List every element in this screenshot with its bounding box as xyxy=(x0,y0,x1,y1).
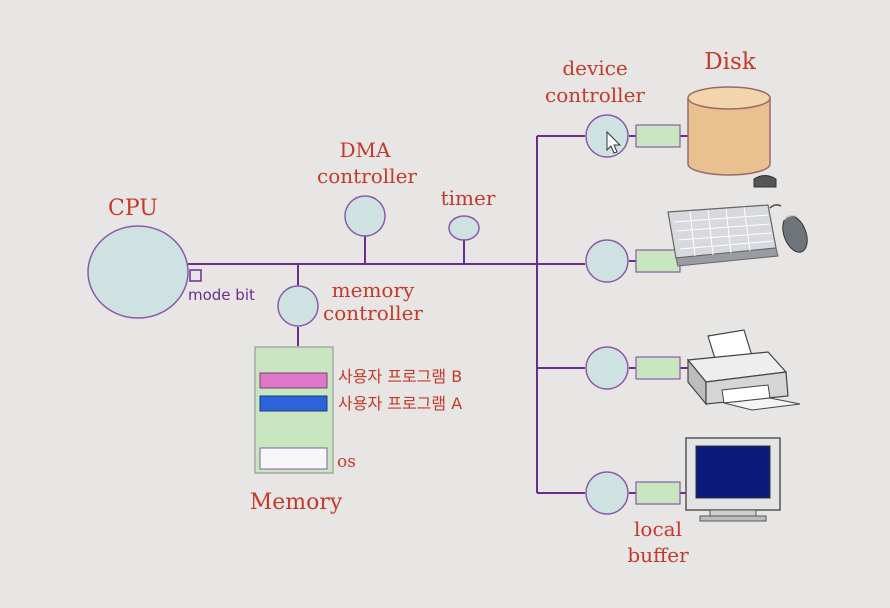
os-segment xyxy=(259,447,328,470)
device-controller-keyboard xyxy=(585,239,629,283)
local-buffer-label-line1: local xyxy=(634,517,682,541)
mouse-cursor-icon xyxy=(606,130,622,154)
monitor-icon xyxy=(685,437,781,522)
devctl-label-line1: device xyxy=(562,56,627,80)
disk-icon xyxy=(687,86,771,176)
printer-icon xyxy=(686,329,801,411)
dma-label-line2: controller xyxy=(317,164,417,188)
device-controller-printer xyxy=(585,346,629,390)
cpu-label: CPU xyxy=(108,196,158,221)
cpu-node xyxy=(87,225,189,319)
memctl-label-line2: controller xyxy=(323,301,423,325)
mode-bit-label: mode bit xyxy=(188,286,255,304)
program-a-segment xyxy=(259,395,328,412)
memory-label: Memory xyxy=(250,490,343,515)
program-b-segment xyxy=(259,372,328,389)
program-a-label: 사용자 프로그램 A xyxy=(338,394,462,413)
keyboard-mouse-icon xyxy=(667,175,808,267)
program-b-label: 사용자 프로그램 B xyxy=(338,367,462,386)
local-buffer-keyboard xyxy=(635,249,681,273)
local-buffer-printer xyxy=(635,356,681,380)
devctl-label-line2: controller xyxy=(545,83,645,107)
dma-label-line1: DMA xyxy=(340,138,392,162)
timer-label: timer xyxy=(441,186,496,210)
memctl-label-line1: memory xyxy=(332,278,415,302)
dma-controller-node xyxy=(344,195,386,237)
local-buffer-label-line2: buffer xyxy=(627,543,689,567)
os-label: os xyxy=(337,452,356,472)
system-bus xyxy=(188,135,688,494)
memory-controller-node xyxy=(277,285,319,327)
mode-bit-box xyxy=(189,269,202,282)
local-buffer-monitor xyxy=(635,481,681,505)
local-buffer-disk xyxy=(635,124,681,148)
disk-label: Disk xyxy=(704,49,757,75)
timer-node xyxy=(448,215,480,241)
device-controller-monitor xyxy=(585,471,629,515)
